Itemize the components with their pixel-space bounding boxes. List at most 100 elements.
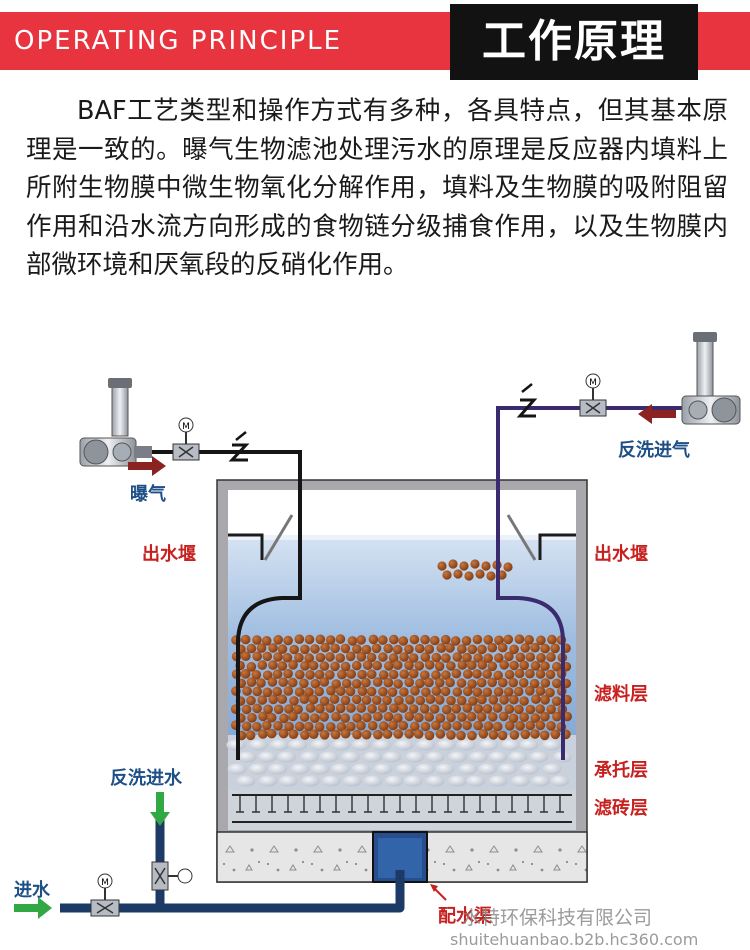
media-ball [535, 686, 546, 696]
media-ball [283, 635, 293, 646]
media-ball [452, 721, 462, 731]
media-ball [488, 695, 499, 705]
media-ball [362, 660, 373, 670]
media-ball [367, 720, 378, 731]
media-ball [466, 711, 477, 722]
media-ball [371, 695, 382, 705]
filter-nozzle [396, 796, 404, 813]
support-stone [363, 775, 383, 787]
media-ball [361, 729, 372, 740]
media-ball [294, 634, 305, 644]
media-ball [382, 695, 392, 706]
support-stone [541, 739, 561, 751]
support-stone [436, 739, 456, 751]
support-stone [456, 739, 476, 751]
media-ball [267, 677, 278, 687]
media-ball [308, 694, 319, 705]
media-ball [535, 720, 546, 731]
filter-nozzle [236, 796, 244, 813]
media-ball [346, 669, 357, 679]
media-ball [424, 677, 434, 688]
support-stone [277, 751, 297, 763]
media-ball [464, 571, 474, 581]
media-ball [435, 713, 446, 723]
media-ball [320, 642, 330, 653]
channel-pointer-icon [433, 887, 447, 901]
media-ball [441, 721, 452, 731]
media-ball [520, 729, 531, 740]
media-ball [337, 669, 347, 680]
media-ball [346, 721, 356, 732]
media-ball [552, 678, 562, 689]
label-aeration: 曝气 [130, 483, 166, 505]
media-ball [256, 643, 267, 653]
media-ball [424, 660, 435, 670]
media-ball [472, 634, 483, 645]
media-ball [470, 559, 480, 569]
media-ball [388, 669, 399, 680]
media-ball [389, 703, 399, 713]
media-ball [467, 730, 477, 741]
media-ball [551, 696, 562, 706]
support-stone [519, 739, 539, 751]
media-ball [308, 660, 319, 671]
media-ball [326, 685, 336, 696]
support-stone [269, 739, 289, 751]
media-ball [540, 678, 551, 688]
media-ball [288, 711, 298, 722]
watermark-company: 水特环保科技有限公司 [462, 907, 652, 929]
media-ball [304, 687, 314, 697]
media-ball [453, 569, 463, 579]
media-ball [509, 730, 520, 740]
media-ball [240, 669, 251, 679]
media-ball [431, 670, 441, 680]
media-ball [378, 721, 389, 731]
media-ball [398, 636, 409, 646]
media-ball [352, 729, 362, 740]
media-ball [421, 687, 431, 697]
outlet-weir-right-shape [506, 514, 576, 561]
media-ball [335, 653, 346, 663]
media-ball [482, 687, 493, 697]
media-ball [441, 704, 452, 715]
support-stone [448, 775, 467, 787]
media-ball [357, 669, 367, 680]
media-ball [425, 694, 436, 704]
support-stone [382, 751, 402, 763]
media-ball [273, 652, 283, 662]
filter-nozzle [508, 796, 516, 813]
media-ball [373, 711, 383, 722]
media-ball [525, 652, 536, 662]
media-ball [387, 687, 398, 697]
support-stone [258, 775, 278, 787]
header-title-box [452, 6, 696, 78]
media-ball [473, 653, 483, 663]
media-ball [540, 643, 550, 654]
media-ball [252, 635, 262, 645]
media-ball [415, 678, 425, 689]
media-ball [456, 730, 466, 741]
filter-nozzle [316, 796, 324, 813]
media-ball [340, 728, 351, 739]
media-ball [287, 677, 298, 688]
support-stone [321, 775, 341, 787]
media-ball [513, 686, 524, 697]
media-ball [509, 694, 519, 705]
aeration-pipe [150, 450, 302, 760]
support-stone [384, 775, 404, 787]
media-ball [494, 635, 504, 646]
media-ball [366, 669, 377, 679]
media-ball [413, 729, 424, 739]
media-ball [372, 660, 383, 671]
media-ball [525, 720, 535, 731]
media-ball [546, 721, 556, 731]
media-ball [252, 722, 262, 732]
filter-nozzle [268, 796, 276, 813]
media-ball [450, 636, 461, 646]
media-ball [314, 686, 325, 697]
media-ball [420, 652, 431, 662]
media-ball [246, 662, 257, 672]
media-ball [404, 677, 415, 688]
media-ball [310, 678, 321, 689]
media-ball [493, 687, 504, 697]
